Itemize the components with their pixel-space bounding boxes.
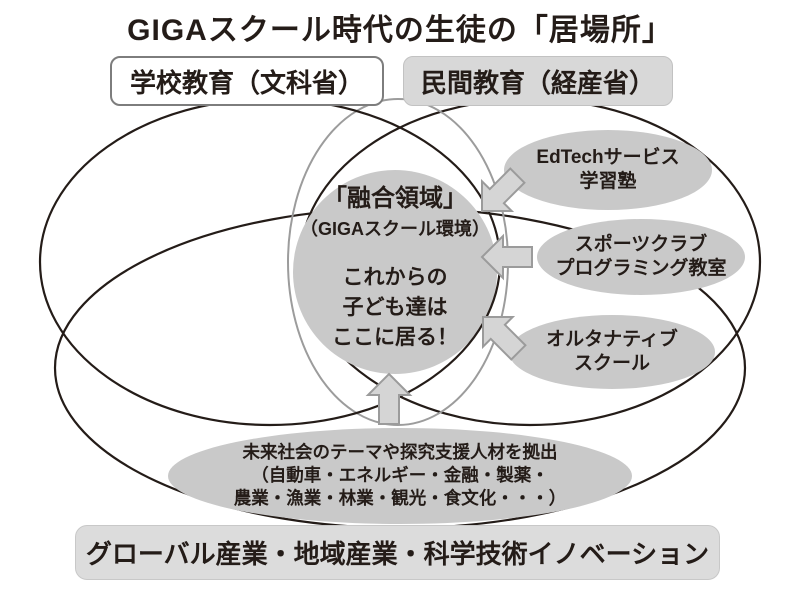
sports-club-ellipse	[537, 219, 745, 295]
edtech-ellipse	[504, 130, 712, 210]
edtech-label-line1: EdTechサービス	[536, 147, 680, 168]
sports-club-label-line1: スポーツクラブ	[574, 234, 708, 255]
diagram-title: GIGAスクール時代の生徒の「居場所」	[127, 14, 673, 47]
fused-domain-text: 「融合領域」 （GIGAスクール環境） これからの 子ども達は ここに居る！	[280, 184, 510, 353]
arrow-edtech-to-center-icon	[481, 167, 526, 212]
fused-domain-message-line3: ここに居る！	[332, 325, 458, 349]
sports-club-label-line2: プログラミング教室	[555, 258, 727, 279]
alternative-school-ellipse	[509, 315, 715, 389]
alternative-school-label-line2: スクール	[573, 353, 650, 374]
future-society-ellipse	[168, 428, 632, 524]
edtech-label: EdTechサービス 学習塾	[503, 146, 713, 194]
future-society-label: 未来社会のテーマや探究支援人材を拠出 （自動車・エネルギー・金融・製薬・ 農業・…	[180, 441, 620, 510]
arrow-industry-to-center-icon	[365, 372, 413, 425]
arrows	[365, 167, 533, 425]
fused-domain-message-line1: これからの	[342, 265, 448, 289]
fused-domain-title: 「融合領域」	[323, 185, 467, 212]
future-society-line2: （自動車・エネルギー・金融・製薬・	[251, 465, 549, 485]
school-education-label: 学校教育（文科省）	[129, 67, 364, 98]
private-education-label-box: 民間教育（経産省）	[403, 56, 673, 106]
sports-club-label: スポーツクラブ プログラミング教室	[531, 233, 751, 281]
arrow-sports-to-center-icon	[480, 233, 533, 281]
future-society-line1: 未来社会のテーマや探究支援人材を拠出	[242, 442, 558, 462]
industry-bar-label: グローバル産業・地域産業・科学技術イノベーション	[85, 539, 710, 569]
arrow-alternative-to-center-icon	[482, 316, 527, 361]
fused-domain-message-line2: 子ども達は	[342, 295, 448, 319]
alternative-school-label: オルタナティブ スクール	[507, 328, 717, 376]
industry-bar: グローバル産業・地域産業・科学技術イノベーション	[75, 525, 720, 580]
fused-domain-subtitle: （GIGAスクール環境）	[299, 219, 490, 239]
private-education-label: 民間教育（経産省）	[420, 67, 655, 98]
edtech-label-line2: 学習塾	[579, 171, 637, 192]
future-society-line3: 農業・漁業・林業・観光・食文化・・・）	[233, 488, 567, 508]
alternative-school-label-line1: オルタナティブ	[546, 329, 678, 350]
school-education-label-box: 学校教育（文科省）	[110, 56, 384, 106]
fused-domain-circle	[293, 170, 497, 374]
